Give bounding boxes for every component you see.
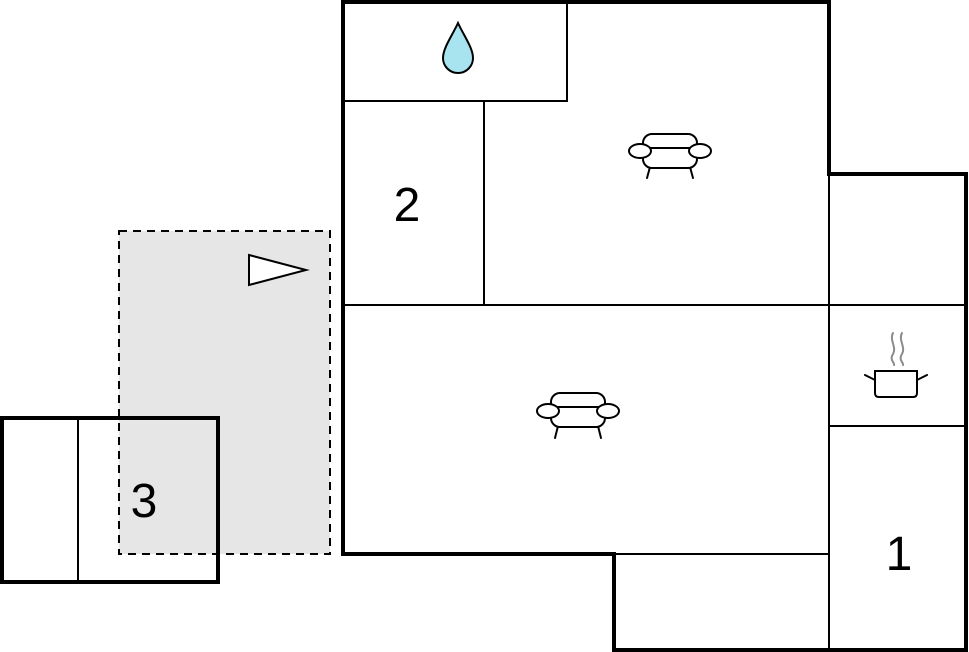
bathroom-wall (343, 2, 568, 102)
direction-arrow-icon (248, 253, 310, 287)
room-2-label: 2 (394, 179, 421, 232)
room-3-label: 3 (131, 475, 158, 528)
annex-building (0, 416, 220, 584)
interior-walls (343, 2, 966, 650)
main-house-outline (341, 0, 968, 652)
sofa-icon (536, 392, 620, 439)
cooking-pot-icon (864, 332, 928, 398)
water-drop-icon (441, 20, 475, 74)
sofa-icon (628, 133, 712, 179)
room-1-label: 1 (886, 528, 913, 581)
terrace-area (118, 230, 331, 555)
